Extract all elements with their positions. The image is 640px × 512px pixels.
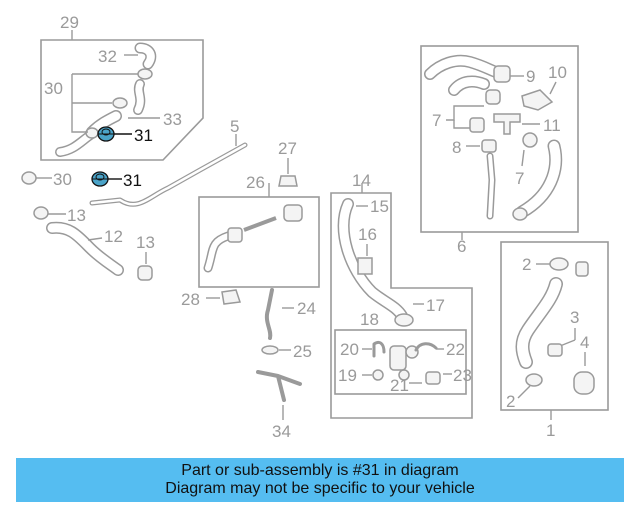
- part-label-7a[interactable]: 7: [432, 111, 441, 130]
- part-label-32[interactable]: 32: [98, 47, 117, 66]
- part-label-19[interactable]: 19: [338, 366, 357, 385]
- part-label-17[interactable]: 17: [426, 296, 445, 315]
- part-label-31b[interactable]: 31: [123, 171, 142, 190]
- part-label-27[interactable]: 27: [278, 139, 297, 158]
- part-label-3[interactable]: 3: [570, 308, 579, 327]
- part-label-24[interactable]: 24: [297, 299, 316, 318]
- banner-line-1: Part or sub-assembly is #31 in diagram: [181, 462, 459, 479]
- part-label-2a[interactable]: 2: [522, 255, 531, 274]
- part-label-20[interactable]: 20: [340, 340, 359, 359]
- part-label-23[interactable]: 23: [453, 366, 472, 385]
- part-label-7b[interactable]: 7: [515, 169, 524, 188]
- group-29-frame: [40, 39, 204, 161]
- part-label-5[interactable]: 5: [230, 117, 239, 136]
- part-label-33[interactable]: 33: [163, 110, 182, 129]
- group-1: 1 2 3 4 2: [500, 241, 609, 440]
- group-26: 26: [198, 173, 320, 288]
- part-label-22[interactable]: 22: [446, 340, 465, 359]
- part-label-1[interactable]: 1: [546, 421, 555, 440]
- parts-diagram: 29 32 30 33 31 30: [21, 13, 609, 441]
- part-label-6[interactable]: 6: [457, 237, 466, 256]
- part-label-28[interactable]: 28: [181, 290, 200, 309]
- part-label-34[interactable]: 34: [272, 422, 291, 441]
- part-label-2b[interactable]: 2: [506, 392, 515, 411]
- part-label-13a[interactable]: 13: [67, 206, 86, 225]
- part-label-30b[interactable]: 30: [53, 170, 72, 189]
- banner-line-2: Diagram may not be specific to your vehi…: [165, 480, 475, 497]
- part-label-15[interactable]: 15: [370, 197, 389, 216]
- part-label-8[interactable]: 8: [452, 138, 461, 157]
- part-label-10[interactable]: 10: [548, 63, 567, 82]
- part-label-31a[interactable]: 31: [134, 126, 153, 145]
- part-label-11[interactable]: 11: [543, 116, 561, 135]
- part-label-18[interactable]: 18: [360, 310, 379, 329]
- part-label-21[interactable]: 21: [390, 376, 409, 395]
- info-banner: Part or sub-assembly is #31 in diagram D…: [16, 458, 624, 502]
- part-label-16[interactable]: 16: [358, 225, 377, 244]
- part-label-14[interactable]: 14: [352, 171, 371, 190]
- part-label-9[interactable]: 9: [526, 67, 535, 86]
- part-label-30a[interactable]: 30: [44, 79, 63, 98]
- part-label-12[interactable]: 12: [104, 227, 123, 246]
- part-30-clamp: [21, 171, 37, 185]
- part-label-29[interactable]: 29: [60, 13, 79, 32]
- part-label-26[interactable]: 26: [246, 173, 265, 192]
- part-label-13b[interactable]: 13: [136, 233, 155, 252]
- part-label-4[interactable]: 4: [580, 333, 589, 352]
- part-label-25[interactable]: 25: [293, 342, 312, 361]
- part-31-lower[interactable]: [91, 171, 109, 187]
- group-29: 29 32 30 33 31: [40, 13, 204, 161]
- group-6: 6 9 10 7 11 8 7: [420, 45, 579, 256]
- part-31-upper[interactable]: [97, 126, 115, 142]
- group-14: 14 15 16 17 18 20 22 19 23 21: [330, 171, 473, 419]
